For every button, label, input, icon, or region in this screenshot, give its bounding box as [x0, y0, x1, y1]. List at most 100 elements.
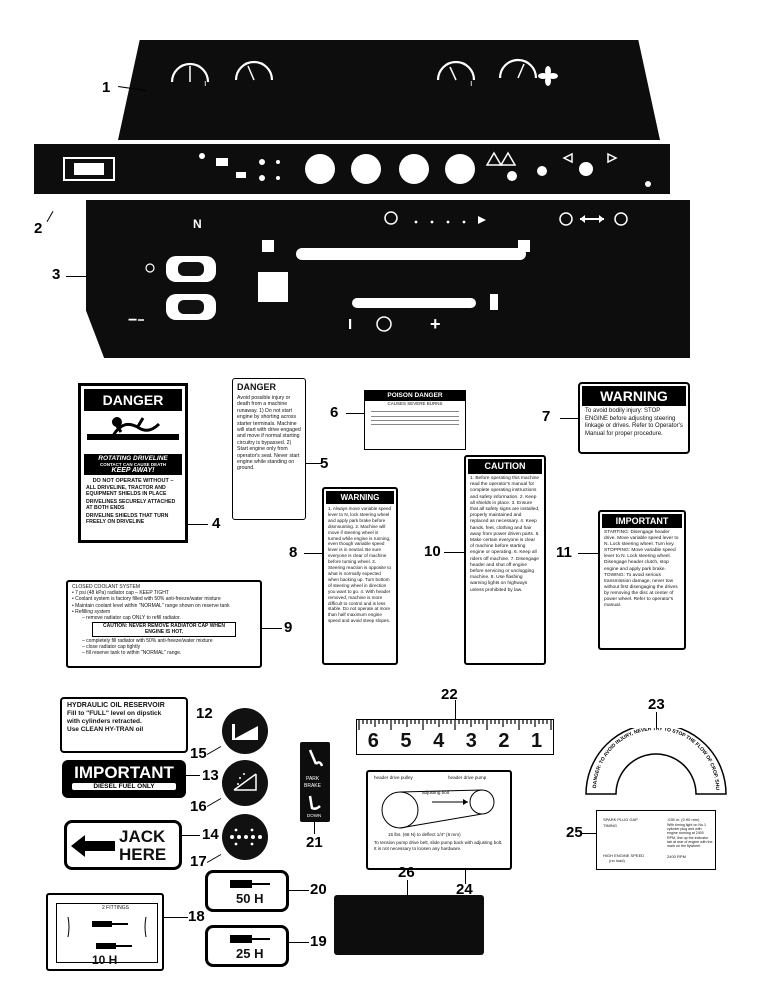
scale-digit: 3 [465, 730, 477, 752]
decal-13-important-diesel: IMPORTANT DIESEL FUEL ONLY [62, 760, 186, 798]
callout-14: 14 [202, 826, 219, 843]
decal-11-body: STARTING: Disengage header drive. Move v… [604, 530, 679, 609]
decal-14-l1: JACK [119, 827, 166, 846]
display-window [63, 157, 115, 181]
decal-15-hydraulic-level-circle [222, 708, 268, 754]
decal-21-l1: PARK [306, 776, 320, 782]
decal-12-hydraulic-oil: HYDRAULIC OIL RESERVOIR Fill to "FULL" l… [60, 697, 188, 753]
tractor-icon-right [518, 240, 530, 252]
callout-23: 23 [648, 696, 665, 713]
decal-4-item-2: DRIVELINES SECURELY ATTACHED AT BOTH END… [86, 498, 176, 512]
decal-4-item-1: ALL DRIVELINE, TRACTOR AND EQUIPMENT SHI… [86, 485, 167, 498]
throttle-slot [296, 248, 526, 260]
panel-3-controls: N [138, 211, 628, 332]
decal-22-scale: 6 5 4 3 2 1 [356, 719, 554, 755]
decal-10-header: CAUTION [468, 459, 542, 474]
turn-right-icon [607, 152, 618, 164]
switch-knob-3 [399, 154, 429, 184]
callout-13: 13 [202, 767, 219, 784]
decal-25-l3: HIGH ENGINE SPEED [603, 853, 645, 858]
panel-2-controls [63, 151, 651, 187]
switch-knob-1 [305, 154, 335, 184]
decal-25-engine-specs: SPARK PLUG GAP .035 in. (0.90 mm) TIMING… [596, 810, 716, 870]
decal-19-hours: 25 H [236, 946, 264, 961]
decal-13-sub: DIESEL FUEL ONLY [72, 783, 176, 790]
decal-9-l2: • Coolant system is factory filled with … [72, 596, 221, 603]
rabbit-icon [478, 216, 486, 224]
callout-3: 3 [52, 266, 61, 283]
callout-22: 22 [441, 686, 458, 703]
callout-7: 7 [542, 408, 551, 425]
decal-9-l1: • 7 psi (48 kPa) radiator cap – KEEP TIG… [72, 590, 169, 597]
decal-6-header: POISON DANGER [365, 391, 465, 401]
decal-12-l3: with cylinders retracted. [67, 718, 142, 725]
decal-9-l4: • Refilling system [72, 608, 111, 615]
decal-25-l1: SPARK PLUG GAP [603, 817, 638, 822]
decal-21-l3: DOWN [307, 813, 322, 818]
decal-9-coolant: CLOSED COOLANT SYSTEM • 7 psi (48 kPa) r… [66, 580, 262, 668]
callout-5: 5 [320, 455, 329, 472]
decal-4-line2: KEEP AWAY! [111, 467, 155, 474]
decal-6-body: CAUSES SEVERE BURNS [387, 401, 443, 406]
decal-5-danger: DANGER Avoid possible injury or death fr… [232, 378, 306, 520]
callout-19: 19 [310, 933, 327, 950]
decal-18-grease: 2 FITTINGS 10 H [46, 893, 164, 971]
decal-25-v2: With timing light on No.1 cylinder plug … [667, 823, 713, 849]
decal-9-l7: – close radiator cap tightly [82, 643, 141, 650]
decal-24-belt-tension: header drive pulley header drive pump ad… [366, 770, 512, 870]
callout-10: 10 [424, 543, 441, 560]
decal-4-dont: DO NOT OPERATE WITHOUT – [92, 478, 174, 484]
decal-9-l6: – completely fill radiator with 50% anti… [82, 637, 213, 644]
svg-text:ı: ı [470, 78, 473, 88]
decal-25-l3b: (no load) [609, 858, 625, 863]
panel-3-minus: − [128, 312, 138, 329]
scale-ruler [358, 720, 552, 730]
steer-right-icon [614, 212, 628, 226]
park-brake-icon [308, 749, 324, 767]
decal-21-l2: BRAKE [304, 783, 321, 789]
callout-16: 16 [190, 798, 207, 815]
decal-9-l3: • Maintain coolant level within "NORMAL"… [72, 602, 230, 609]
callout-17: 17 [190, 853, 207, 870]
decal-8-body: 1. Always move variable speed lever to N… [328, 506, 392, 624]
decal-18-hours: 10 H [92, 953, 118, 967]
decal-5-body: Avoid possible injury or death from a ma… [237, 395, 301, 472]
decal-24-e: To tension pump drive belt, slide pump b… [374, 840, 503, 852]
decal-7-warning: WARNING To avoid bodily injury: STOP ENG… [578, 382, 690, 454]
switch-knob-2 [351, 154, 381, 184]
turn-left-icon [562, 152, 573, 164]
decal-9-caution: CAUTION: NEVER REMOVE RADIATOR CAP WHEN … [92, 622, 236, 637]
callout-15: 15 [190, 745, 207, 762]
pulse-icon [376, 316, 392, 332]
decal-23-arc-danger: DANGER: TO AVOID INJURY, NEVER TRY TO ST… [582, 728, 727, 795]
lube-points-icon [230, 828, 262, 846]
decal-7-body: To avoid bodily injury: STOP ENGINE befo… [585, 408, 683, 437]
switch-knob-4 [445, 154, 475, 184]
grease-gun-icon [230, 935, 270, 943]
callout-9: 9 [284, 619, 293, 636]
decal-25-v3: 2400 RPM [667, 854, 686, 859]
decal-8-warning: WARNING 1. Always move variable speed le… [322, 487, 398, 665]
panel-1 [118, 40, 660, 140]
decal-9-title: CLOSED COOLANT SYSTEM [72, 584, 140, 590]
decal-14-l2: HERE [119, 845, 167, 864]
hazard-icon-1 [485, 151, 503, 166]
decal-12-l1: HYDRAULIC OIL RESERVOIR [67, 702, 165, 709]
decal-4-header: DANGER [84, 389, 182, 411]
decal-7-header: WARNING [582, 386, 686, 406]
grease-gun-icon [67, 916, 147, 949]
decal-9-l5: – remove radiator cap ONLY to refill rad… [82, 615, 181, 622]
svg-text:ı: ı [204, 78, 207, 88]
decal-10-caution: CAUTION 1. Before operating this machine… [464, 455, 546, 665]
decal-24-a: header drive pulley [374, 775, 413, 780]
callout-1: 1 [102, 79, 111, 96]
panel-3-plus: + [430, 314, 441, 334]
decal-6-poison-danger: POISON DANGER CAUSES SEVERE BURNS [364, 390, 466, 450]
decal-4-line1: CONTACT CAN CAUSE DEATH [99, 462, 167, 467]
decal-24-b: header drive pump [448, 775, 487, 780]
decal-8-header: WARNING [326, 491, 394, 504]
temp-gauge-icon [170, 62, 210, 83]
engine-speed-icon [384, 211, 398, 225]
reservoir-level-icon [232, 724, 258, 740]
callout-11: 11 [556, 544, 572, 561]
